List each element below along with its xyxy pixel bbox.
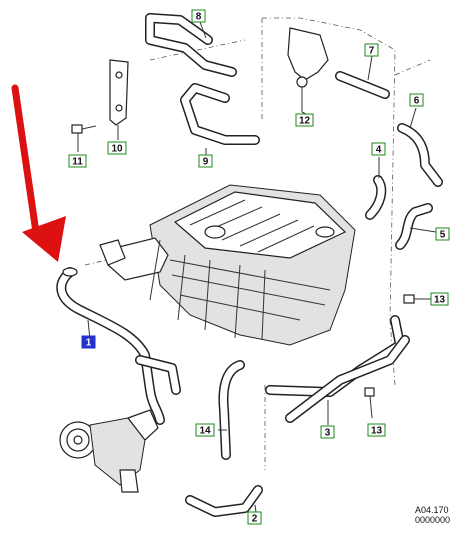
coolant-hose-2: [185, 485, 263, 517]
svg-text:10: 10: [111, 144, 123, 155]
svg-text:14: 14: [199, 426, 211, 437]
red-pointer-arrow: [11, 84, 66, 262]
coolant-hose-3: [265, 315, 410, 423]
coolant-pipe-7: [335, 71, 390, 99]
svg-text:13: 13: [434, 295, 446, 306]
svg-text:7: 7: [369, 46, 375, 57]
bolt-13-lower: [364, 387, 375, 419]
callout-13-lower[interactable]: 13: [367, 423, 386, 437]
water-pump: [59, 409, 159, 493]
svg-text:4: 4: [376, 145, 382, 156]
figure-reference: A04.170 0000000: [415, 505, 450, 525]
coolant-hose-1: [56, 267, 181, 425]
callout-9[interactable]: 9: [198, 154, 213, 168]
callout-3[interactable]: 3: [320, 425, 335, 439]
svg-text:3: 3: [325, 428, 331, 439]
coolant-hose-9: [180, 83, 260, 145]
engine-block: [99, 184, 356, 346]
thermostat-housing-12: [287, 27, 329, 112]
callout-2[interactable]: 2: [247, 511, 262, 525]
svg-text:11: 11: [72, 157, 83, 168]
callout-1[interactable]: 1: [81, 335, 96, 349]
svg-text:2: 2: [252, 514, 258, 525]
callout-10[interactable]: 10: [107, 141, 127, 155]
coolant-hose-4: [365, 175, 387, 220]
svg-text:9: 9: [203, 157, 209, 168]
callout-6[interactable]: 6: [409, 93, 424, 107]
svg-text:8: 8: [196, 12, 202, 23]
svg-text:12: 12: [299, 116, 311, 127]
coolant-hose-6: [397, 123, 443, 187]
svg-text:5: 5: [440, 230, 446, 241]
coolant-hose-5: [395, 203, 433, 250]
callout-4[interactable]: 4: [371, 142, 386, 156]
svg-text:13: 13: [371, 426, 383, 437]
callout-5[interactable]: 5: [435, 227, 450, 241]
coolant-hose-14: [218, 360, 245, 460]
callout-14[interactable]: 14: [195, 423, 215, 437]
callout-11[interactable]: 11: [68, 154, 87, 168]
bolt-11: [71, 124, 97, 134]
svg-text:6: 6: [414, 96, 420, 107]
mounting-bracket-10: [109, 59, 129, 126]
callout-13-upper[interactable]: 13: [430, 292, 449, 306]
callout-7[interactable]: 7: [364, 43, 379, 57]
svg-text:1: 1: [86, 338, 92, 349]
figure-number: 0000000: [414, 515, 450, 525]
coolant-hose-8: [145, 13, 237, 77]
bolt-13-upper: [403, 294, 430, 304]
callout-8[interactable]: 8: [191, 9, 206, 23]
figure-code: A04.170: [414, 505, 449, 515]
callout-12[interactable]: 12: [295, 113, 314, 127]
